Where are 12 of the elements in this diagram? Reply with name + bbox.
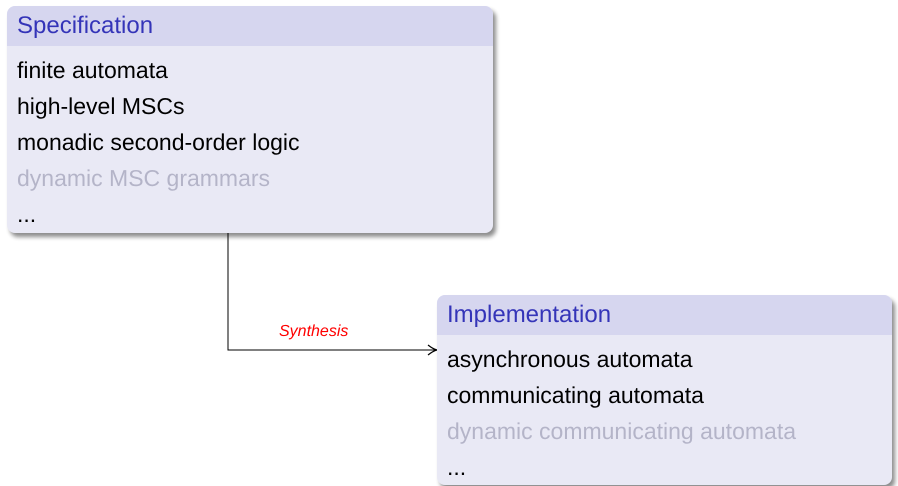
list-item: communicating automata — [447, 381, 704, 410]
list-item: ... — [17, 200, 36, 229]
block-box — [7, 6, 493, 233]
edge-label: Synthesis — [279, 324, 348, 340]
list-item: high-level MSCs — [17, 92, 184, 121]
block-box — [437, 295, 892, 485]
block-title: Implementation — [447, 300, 612, 330]
list-item: asynchronous automata — [447, 345, 692, 374]
list-item: monadic second-order logic — [17, 128, 300, 157]
list-item: ... — [447, 453, 466, 482]
block-title: Specification — [17, 11, 154, 41]
list-item: finite automata — [17, 56, 168, 85]
